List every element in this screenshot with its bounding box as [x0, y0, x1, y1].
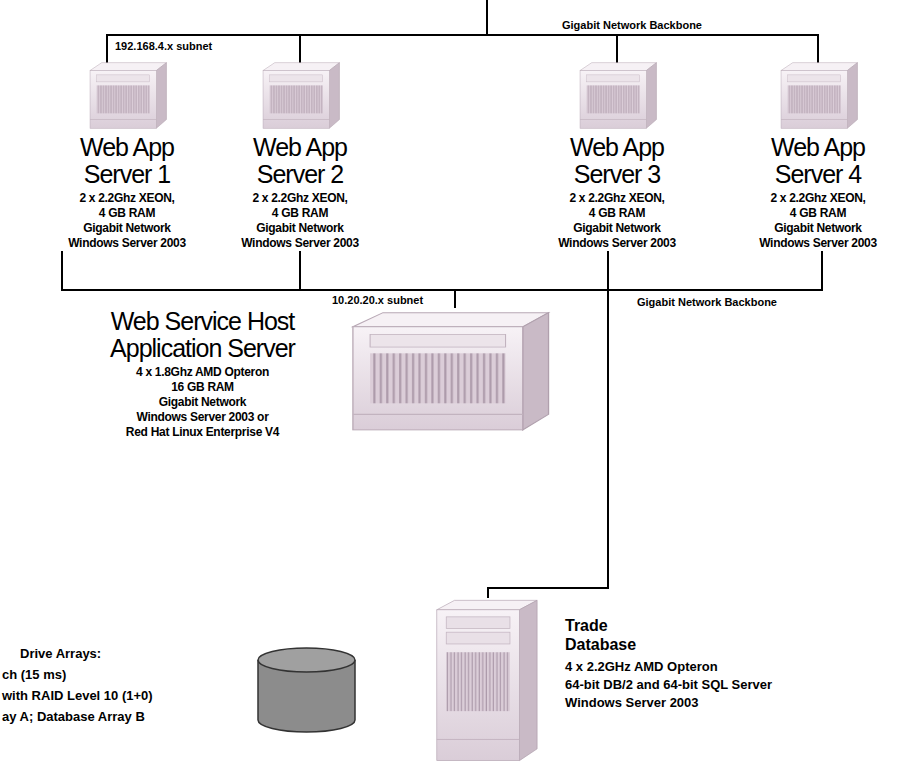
server-spec: 2 x 2.2Ghz XEON, — [252, 191, 347, 206]
server-spec: Windows Server 2003 — [565, 694, 772, 712]
text-column: Web Service Host Application Server 4 x 1… — [90, 308, 315, 440]
grille — [270, 85, 323, 113]
case-top — [90, 63, 166, 71]
drive-note: ch (15 ms) — [2, 667, 66, 683]
app-server: Web Service Host Application Server 4 x 1… — [90, 308, 560, 440]
grille — [97, 85, 150, 113]
server-spec: 2 x 2.2Ghz XEON, — [569, 191, 664, 206]
text-column: Trade Database 4 x 2.2GHz AMD Opteron64-b… — [565, 616, 772, 712]
server-illustration — [85, 60, 169, 130]
drop-line — [106, 35, 108, 64]
drive-bay — [446, 632, 510, 644]
server-spec: 4 GB RAM — [790, 206, 846, 221]
server-spec: Red Hat Linux Enterprise V4 — [126, 425, 279, 440]
network-link — [300, 251, 455, 308]
case-front — [263, 71, 329, 129]
server-spec: Windows Server 2003 — [68, 236, 186, 251]
server-spec: Windows Server 2003 — [759, 236, 877, 251]
web-server: Web App Server 1 2 x 2.2Ghz XEON,4 GB RAM… — [42, 60, 212, 251]
drive-note: Drive Arrays: — [20, 646, 101, 662]
server-spec: Gigabit Network — [573, 221, 661, 236]
server-illustration — [258, 60, 342, 130]
case-front — [90, 71, 156, 129]
server-spec: 2 x 2.2Ghz XEON, — [79, 191, 174, 206]
server-spec: Gigabit Network — [256, 221, 344, 236]
server-name: Web App Server 2 — [235, 134, 365, 188]
case-side — [329, 63, 339, 129]
server-name: Web App Server 4 — [753, 134, 883, 188]
server-spec: 4 x 1.8Ghz AMD Opteron — [136, 365, 269, 380]
server-name: Web App Server 3 — [552, 134, 682, 188]
uplink-line — [486, 0, 488, 35]
server-spec: 64-bit DB/2 and 64-bit SQL Server — [565, 676, 772, 694]
case-top — [263, 63, 339, 71]
drive-bay — [97, 75, 150, 82]
server-spec: Windows Server 2003 or — [136, 410, 268, 425]
drive-note: ay A; Database Array B — [2, 709, 145, 725]
drive-bay — [788, 75, 841, 82]
case-side — [847, 63, 857, 129]
server-name: Web Service Host Application Server — [90, 308, 315, 362]
server-spec: 16 GB RAM — [171, 380, 234, 395]
grille — [370, 353, 505, 403]
server-spec: Gigabit Network — [83, 221, 171, 236]
disk-top — [258, 648, 355, 672]
backbone-label: Gigabit Network Backbone — [560, 19, 704, 32]
backbone-label: Gigabit Network Backbone — [635, 296, 779, 309]
case-top — [781, 63, 857, 71]
drive-note: with RAID Level 10 (1+0) — [2, 688, 153, 704]
server-spec: Windows Server 2003 — [241, 236, 359, 251]
drive-bay — [370, 335, 505, 348]
server-spec: 4 x 2.2GHz AMD Opteron — [565, 658, 772, 676]
grille — [587, 85, 640, 113]
server-name: Trade Database — [565, 616, 645, 654]
network-link — [455, 251, 822, 308]
subnet-label: 10.20.20.x subnet — [330, 294, 425, 307]
case-top — [580, 63, 656, 71]
server-spec: Gigabit Network — [159, 395, 247, 410]
panel-line — [90, 119, 156, 120]
network-link — [62, 251, 455, 308]
database-server: Trade Database 4 x 2.2GHz AMD Opteron64-b… — [425, 598, 810, 763]
drop-line — [817, 35, 819, 64]
server-illustration — [425, 598, 543, 763]
web-server: Web App Server 2 2 x 2.2Ghz XEON,4 GB RAM… — [215, 60, 385, 251]
case-front — [781, 71, 847, 129]
case-front — [353, 327, 523, 430]
panel-line — [781, 119, 847, 120]
panel-line — [437, 739, 520, 740]
case-front — [437, 610, 520, 761]
server-illustration — [776, 60, 860, 130]
server-spec: Gigabit Network — [774, 221, 862, 236]
grille — [446, 652, 510, 711]
panel-line — [580, 119, 646, 120]
case-side — [523, 313, 549, 430]
server-spec: 4 GB RAM — [272, 206, 328, 221]
drive-bay — [270, 75, 323, 82]
case-front — [580, 71, 646, 129]
web-server: Web App Server 4 2 x 2.2Ghz XEON,4 GB RAM… — [733, 60, 903, 251]
server-name: Web App Server 1 — [62, 134, 192, 188]
server-spec: Windows Server 2003 — [558, 236, 676, 251]
drive-bay — [446, 617, 510, 629]
grille — [788, 85, 841, 113]
server-spec: 4 GB RAM — [589, 206, 645, 221]
drive-bay — [587, 75, 640, 82]
panel-line — [353, 414, 523, 415]
server-spec: 4 GB RAM — [99, 206, 155, 221]
case-top — [353, 313, 549, 327]
case-side — [646, 63, 656, 129]
server-illustration — [575, 60, 659, 130]
panel-line — [263, 119, 329, 120]
server-spec: 2 x 2.2Ghz XEON, — [770, 191, 865, 206]
drop-line — [616, 35, 618, 64]
case-side — [156, 63, 166, 129]
web-server: Web App Server 3 2 x 2.2Ghz XEON,4 GB RAM… — [532, 60, 702, 251]
subnet-label: 192.168.4.x subnet — [113, 40, 214, 53]
drop-line — [299, 35, 301, 64]
network-link — [455, 251, 608, 308]
case-side — [519, 600, 537, 760]
backbone-line — [106, 34, 819, 36]
server-illustration — [340, 308, 555, 433]
